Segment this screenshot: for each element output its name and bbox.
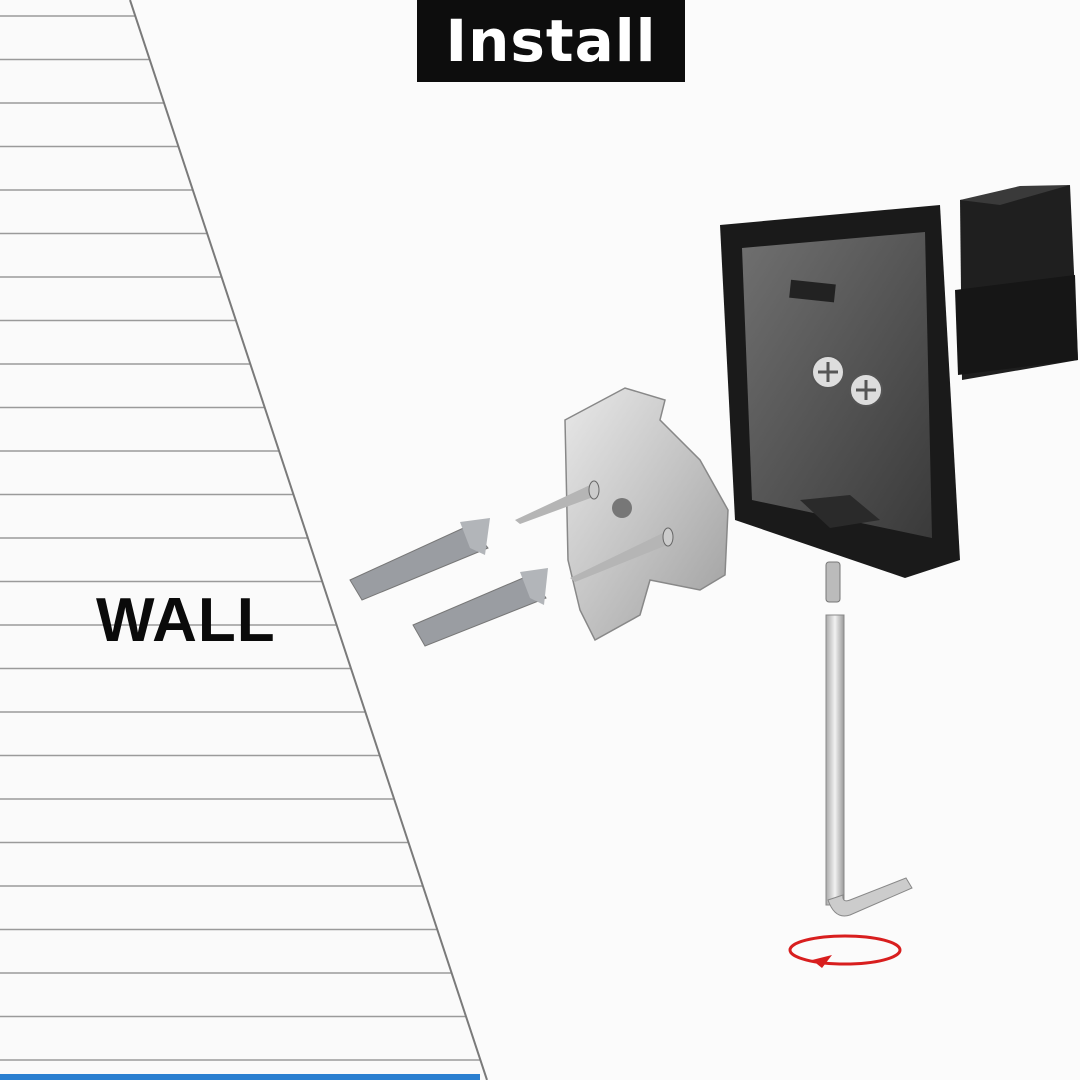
title-text: Install xyxy=(445,7,657,75)
wall-anchor-2 xyxy=(412,568,548,647)
mounting-bracket xyxy=(564,387,729,642)
wall-edge xyxy=(129,0,488,1080)
wall xyxy=(0,0,487,1080)
wood-screw-2 xyxy=(570,527,674,582)
hex-key xyxy=(825,614,913,917)
wood-screw-1 xyxy=(515,480,600,524)
wall-base-strip xyxy=(0,1074,480,1080)
rotation-arrow-icon xyxy=(788,934,902,968)
set-screw xyxy=(825,561,841,603)
title-banner: Install xyxy=(417,0,685,82)
wall-label: WALL xyxy=(96,586,276,655)
wall-anchor-1 xyxy=(349,518,490,601)
hook-body xyxy=(720,185,1078,578)
